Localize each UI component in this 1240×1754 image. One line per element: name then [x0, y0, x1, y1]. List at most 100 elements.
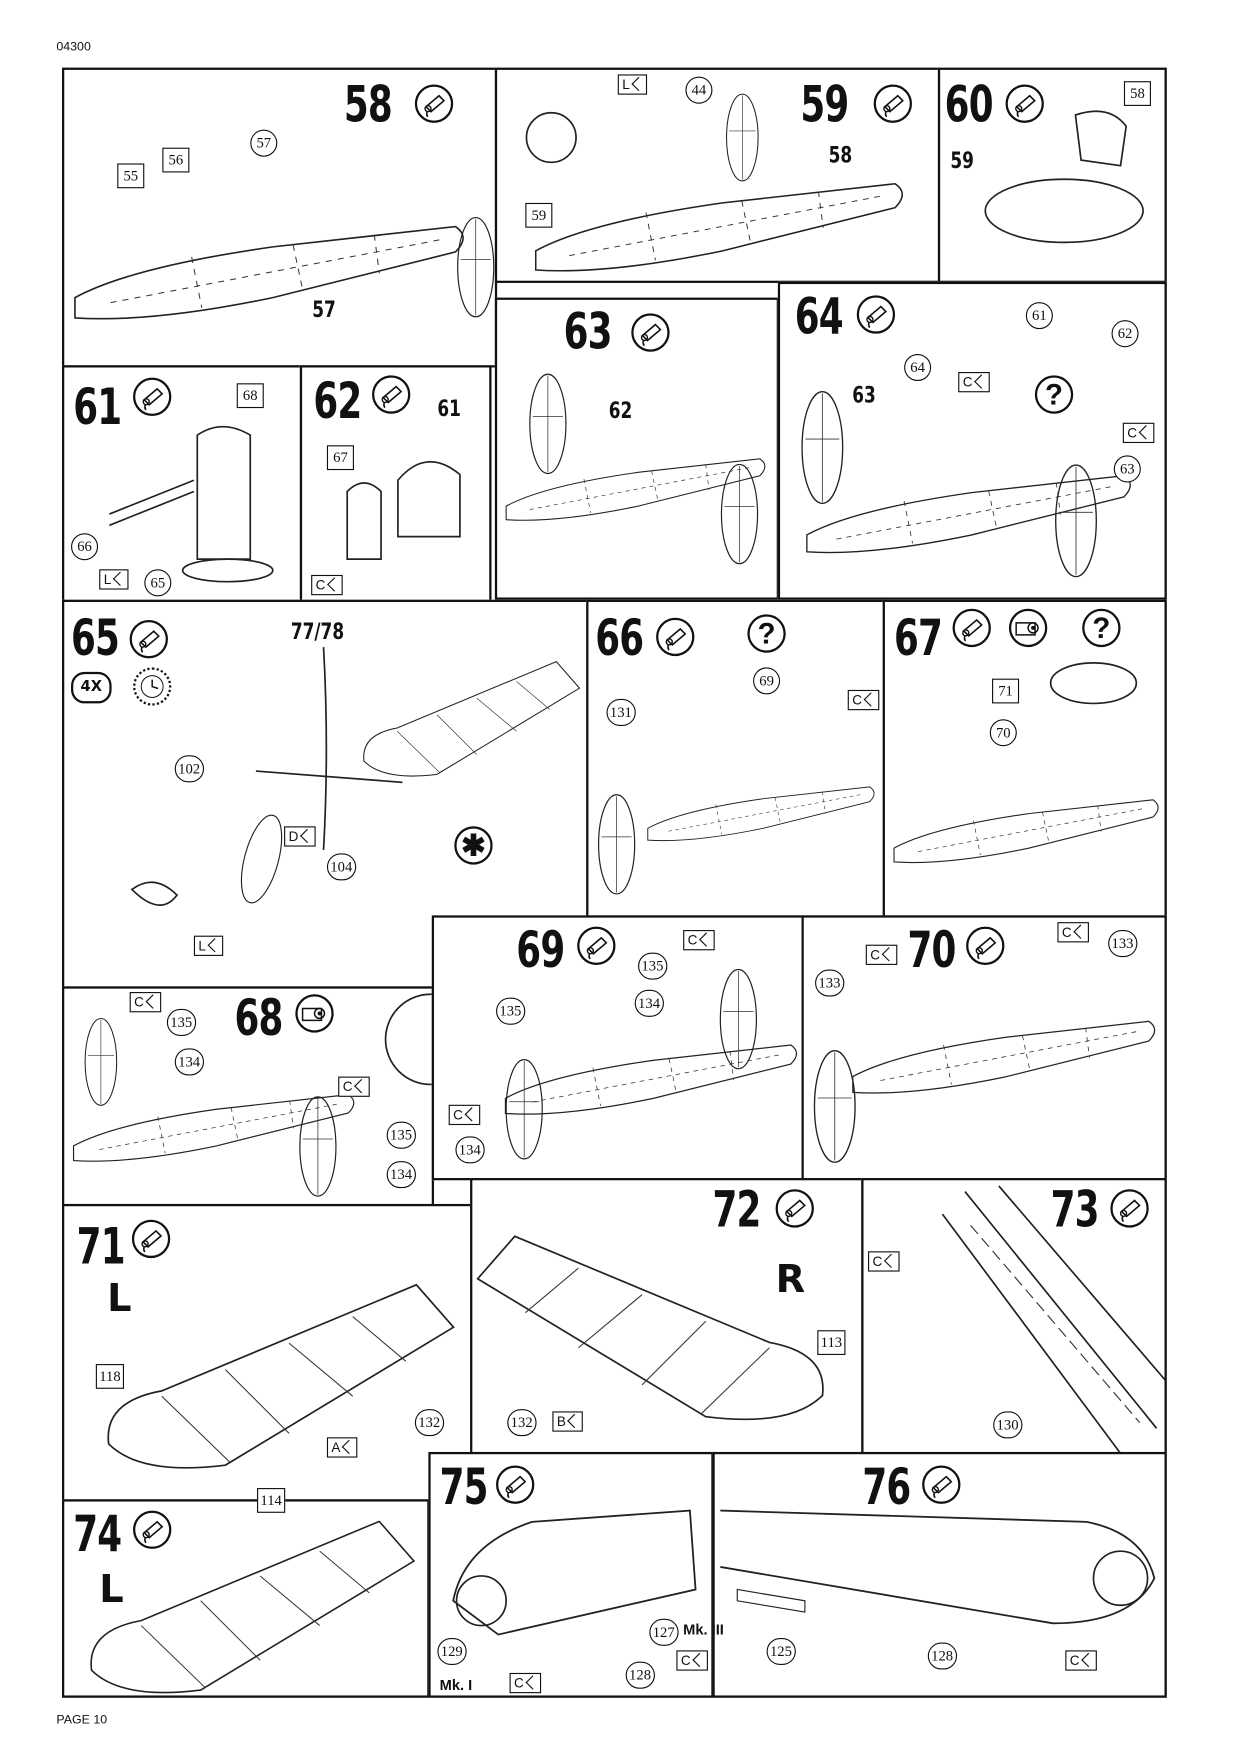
- part-label: 135: [496, 997, 525, 1025]
- step-64-panel: [777, 281, 1167, 600]
- side-indicator: L: [99, 1566, 124, 1613]
- part-label: 58: [828, 140, 853, 168]
- step-number: 74: [73, 1506, 122, 1564]
- step-number: 67: [893, 609, 943, 668]
- part-label: 61: [437, 394, 461, 422]
- part-label: 56: [162, 147, 190, 173]
- sprue-tag: C: [868, 1251, 900, 1272]
- step-67-panel: [882, 599, 1167, 918]
- step-number: 66: [595, 609, 644, 668]
- step-number: 60: [944, 76, 994, 135]
- part-label: 133: [1108, 930, 1137, 958]
- quantity-badge: 4X: [71, 671, 112, 704]
- glue-tube-icon: [966, 926, 1005, 965]
- part-label: 63: [1113, 455, 1141, 483]
- step-number: 75: [439, 1458, 489, 1517]
- sprue-tag: C: [1122, 422, 1154, 444]
- glue-tube-icon: [1110, 1189, 1149, 1228]
- sprue-tag: C: [958, 372, 990, 393]
- part-label: 128: [625, 1661, 655, 1689]
- step-number: 65: [71, 609, 120, 668]
- sprue-tag: C: [129, 992, 161, 1013]
- part-label: 134: [174, 1048, 204, 1076]
- part-label: 65: [144, 569, 172, 597]
- step-75-panel: [428, 1451, 714, 1698]
- assembly-drawing: [107, 1283, 455, 1469]
- part-label: 127: [649, 1618, 679, 1646]
- glue-tube-icon: [131, 1219, 171, 1259]
- part-label: 66: [71, 533, 99, 561]
- step-71-panel: [62, 1203, 473, 1502]
- sprue-tag: C: [311, 574, 343, 596]
- optional-question-icon: ?: [1082, 608, 1121, 648]
- glue-tube-icon: [577, 926, 616, 965]
- glue-tube-icon: [496, 1465, 535, 1504]
- step-63-panel: [494, 297, 779, 600]
- part-label: 135: [166, 1008, 196, 1036]
- sprue-tag: C: [338, 1076, 370, 1097]
- part-label: 58: [1123, 81, 1151, 106]
- part-label: 44: [685, 76, 713, 104]
- part-label: 57: [312, 295, 336, 323]
- side-indicator: L: [107, 1276, 132, 1322]
- sprue-tag: C: [683, 930, 715, 951]
- step-number: 71: [76, 1218, 126, 1277]
- part-label: 125: [766, 1637, 796, 1666]
- step-number: 72: [712, 1181, 761, 1239]
- optional-question-icon: ?: [747, 614, 786, 653]
- step-number: 70: [907, 922, 956, 980]
- step-number: 61: [73, 378, 122, 437]
- part-label: 113: [817, 1330, 846, 1356]
- sprue-tag: C: [448, 1104, 480, 1126]
- step-number: 58: [343, 76, 393, 135]
- sprue-tag: C: [1057, 922, 1089, 943]
- assembly-drawing: [893, 662, 1160, 864]
- step-number: 68: [234, 989, 283, 1048]
- step-number: 62: [313, 373, 362, 431]
- assembly-drawing: [941, 1185, 1165, 1452]
- part-label: 133: [815, 969, 844, 997]
- glue-tube-icon: [856, 295, 896, 334]
- glue-tube-icon: [631, 313, 670, 352]
- part-label: 71: [992, 678, 1020, 704]
- propeller-marking-icon: ✱: [454, 826, 493, 865]
- optional-question-icon: ?: [1034, 375, 1074, 414]
- page-number: PAGE 10: [56, 1713, 108, 1728]
- kit-number: 04300: [56, 40, 91, 55]
- part-label: 114: [257, 1488, 286, 1513]
- part-label: 118: [95, 1364, 125, 1389]
- glue-tube-icon: [414, 84, 454, 123]
- sprue-tag: C: [847, 689, 879, 711]
- glue-tube-icon: [922, 1465, 961, 1504]
- step-66-panel: [586, 599, 885, 918]
- step-number: 73: [1050, 1181, 1100, 1239]
- part-label: 57: [250, 129, 278, 157]
- part-label: 62: [1111, 320, 1139, 348]
- glue-tube-icon: [775, 1189, 814, 1228]
- part-label: 134: [455, 1136, 485, 1164]
- assembly-drawing: [72, 993, 432, 1197]
- sprue-tag: L: [617, 74, 647, 95]
- variant-label: Mk. I: [439, 1676, 473, 1694]
- assembly-drawing: [346, 460, 461, 560]
- part-label: 135: [638, 952, 667, 980]
- glue-tube-icon: [133, 1510, 172, 1549]
- sprue-tag: A: [326, 1437, 358, 1458]
- step-59-panel: [494, 67, 941, 283]
- sprue-tag: L: [99, 569, 129, 590]
- paint-icon: [1008, 608, 1048, 648]
- part-label: 134: [386, 1161, 416, 1189]
- step-number: 69: [516, 922, 565, 980]
- sprue-tag: C: [865, 944, 897, 965]
- part-label: 104: [326, 853, 356, 881]
- part-label: 77/78: [290, 617, 345, 645]
- assembly-drawing: [452, 1509, 697, 1636]
- glue-tube-icon: [952, 608, 991, 648]
- part-label: 70: [989, 719, 1017, 747]
- sprue-tag: L: [193, 935, 223, 956]
- part-label: 62: [608, 396, 633, 424]
- side-indicator: R: [775, 1256, 806, 1303]
- part-label: 68: [236, 383, 264, 409]
- step-number: 76: [862, 1458, 911, 1517]
